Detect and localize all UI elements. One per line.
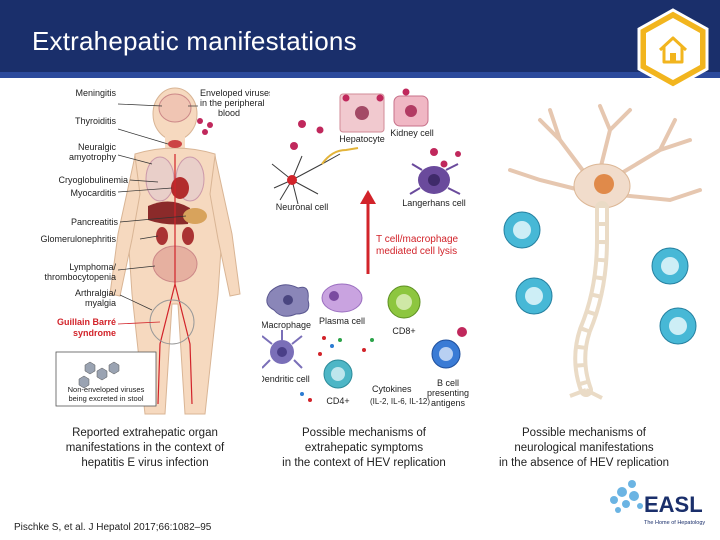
label-excreted-stool: being excreted in stool [68, 394, 143, 403]
home-icon[interactable] [636, 8, 710, 90]
label-tcell-macrophage: T cell/macrophage [376, 234, 459, 245]
neuronal-cell [271, 147, 359, 205]
label-pancreatitis: Pancreatitis [71, 217, 119, 227]
label-enveloped-viruses: Enveloped viruses [200, 88, 270, 98]
label-dendritic-cell: Dendritic cell [262, 374, 310, 384]
label-langerhans-cell: Langerhans cell [402, 198, 466, 208]
kidney-organ [182, 227, 194, 245]
easl-logo-text: EASL [644, 492, 703, 517]
label-neuronal-cell: Neuronal cell [276, 202, 329, 212]
plasma-cell [321, 283, 363, 313]
label-macrophage: Macrophage [262, 320, 311, 330]
easl-logo: EASL The Home of Hepatology [610, 480, 705, 526]
caption-panel1: Reported extrahepatic organ manifestatio… [65, 427, 225, 469]
immune-cell [503, 211, 541, 249]
label-cryoglobulinemia: Cryoglobulinemia [58, 175, 128, 185]
header-divider [0, 72, 720, 78]
label-thyroiditis: Thyroiditis [75, 116, 117, 126]
label-plasma-cell: Plasma cell [319, 316, 365, 326]
label-arthralgia: Arthralgia/ [75, 288, 117, 298]
lung-organ [145, 156, 175, 202]
label-neuralgic: Neuralgic [78, 142, 117, 152]
label-meningitis: Meningitis [75, 88, 116, 98]
knee-joint-callout [149, 299, 195, 345]
label-guillain-barre: Guillain Barré [57, 317, 116, 327]
liver-organ [148, 201, 190, 225]
brain-organ [158, 93, 192, 123]
label-antigens: antigens [431, 398, 466, 408]
label-blood: blood [218, 108, 240, 118]
label-leader-lines [117, 103, 187, 311]
label-myocarditis: Myocarditis [70, 188, 116, 198]
dendritic-cell [262, 330, 303, 369]
label-thrombocytopenia: thrombocytopenia [44, 272, 116, 282]
easl-logo-dots [610, 480, 643, 513]
hepatocyte-cell [339, 93, 385, 133]
label-hepatocyte: Hepatocyte [339, 134, 385, 144]
macrophage-cell [266, 284, 310, 317]
immune-cell [651, 247, 689, 285]
neuron-soma [573, 163, 631, 209]
neurological-figure [503, 104, 702, 400]
label-cell-lysis: mediated cell lysis [376, 246, 457, 257]
cytokine-dots [300, 336, 374, 402]
thyroid-organ [168, 140, 182, 148]
header-bar: Extrahepatic manifestations [0, 0, 720, 72]
immune-cell [515, 277, 553, 315]
citation-reference: Pischke S, et al. J Hepatol 2017;66:1082… [14, 522, 212, 533]
page-title: Extrahepatic manifestations [32, 26, 357, 56]
label-lymphoma: Lymphoma/ [69, 262, 116, 272]
label-syndrome: syndrome [73, 328, 116, 338]
hev-virus-particles [290, 120, 461, 168]
lysis-arrow [360, 190, 376, 274]
label-il: (IL-2, IL-6, IL-12) [370, 397, 430, 406]
label-cd8: CD8+ [392, 326, 415, 336]
body-manifestations-figure: Meningitis Thyroiditis Neuralgic amyotro… [40, 87, 270, 415]
kidney-organ [156, 227, 168, 245]
label-cd4: CD4+ [326, 396, 349, 406]
label-glomerulonephritis: Glomerulonephritis [40, 234, 116, 244]
b-cell [431, 327, 467, 369]
heart-organ [171, 177, 189, 199]
vessel-line [157, 154, 193, 405]
myelin-sheath [577, 208, 605, 392]
caption-panel3: Possible mechanisms of neurological mani… [498, 427, 670, 469]
label-amyotrophy: amyotrophy [69, 152, 117, 162]
easl-logo-tagline: The Home of Hepatology [644, 520, 705, 526]
immune-cell [659, 307, 697, 345]
label-bcell: B cell [437, 378, 459, 388]
caption-panel2: Possible mechanisms of extrahepatic symp… [282, 427, 446, 469]
mechanisms-figure: Hepatocyte Kidney cell Neuronal cell Lan… [262, 88, 469, 408]
label-presenting: presenting [427, 388, 469, 398]
neuron-dendrites [508, 104, 702, 203]
label-kidney-cell: Kidney cell [390, 128, 434, 138]
axon-terminal [569, 388, 603, 400]
cd4-tcell [323, 359, 353, 389]
virus-particles [197, 118, 213, 135]
neuron-axon [573, 201, 609, 397]
guillain-leader [117, 321, 161, 325]
langerhans-cell [409, 163, 461, 195]
pancreas-organ [183, 208, 207, 224]
label-in-peripheral: in the peripheral [200, 98, 265, 108]
kidney-cell [393, 88, 429, 127]
label-cytokines: Cytokines [372, 384, 412, 394]
label-myalgia: myalgia [85, 298, 116, 308]
label-non-enveloped: Non-enveloped viruses [68, 385, 145, 394]
non-enveloped-box [55, 351, 157, 407]
non-enveloped-virus-icons [78, 361, 120, 389]
cd8-tcell [387, 285, 421, 319]
